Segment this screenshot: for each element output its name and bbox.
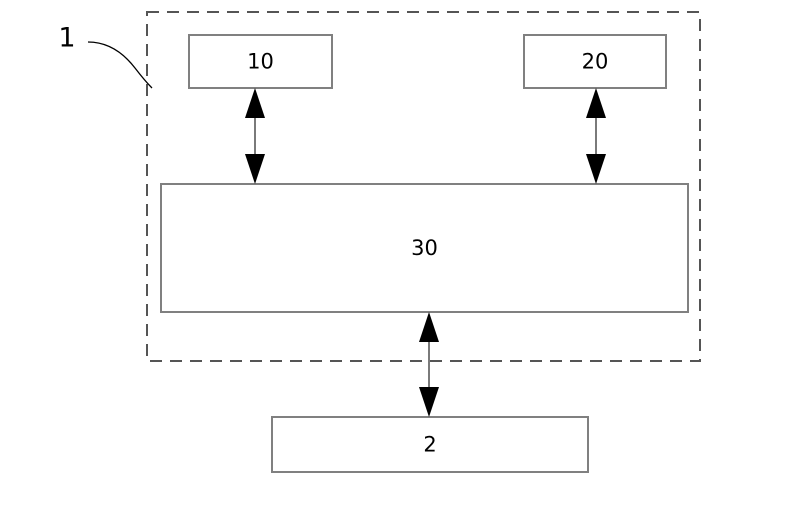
enclosure-1-dashed-border — [146, 11, 701, 362]
connector-30-2-arrowhead-up — [419, 312, 439, 342]
block-20-rect[interactable] — [523, 34, 667, 89]
block-10-label: 10 — [247, 50, 274, 74]
connector-30-2 — [419, 312, 439, 417]
block-2-rect[interactable] — [271, 416, 589, 473]
connector-30-2-arrowhead-down — [419, 387, 439, 417]
connector-20-30-arrowhead-up — [586, 88, 606, 118]
block-30-rect[interactable] — [160, 183, 689, 313]
enclosure-label-1: 1 — [58, 23, 75, 54]
block-20-label: 20 — [582, 50, 609, 74]
connector-10-30-arrowhead-down — [245, 154, 265, 184]
leader-line-1 — [87, 41, 153, 89]
block-30-label: 30 — [411, 236, 438, 260]
connector-20-30 — [586, 88, 606, 184]
connector-10-30 — [245, 88, 265, 184]
block-2-label: 2 — [423, 433, 436, 457]
block-10-rect[interactable] — [188, 34, 333, 89]
connector-10-30-arrowhead-up — [245, 88, 265, 118]
connector-20-30-arrowhead-down — [586, 154, 606, 184]
